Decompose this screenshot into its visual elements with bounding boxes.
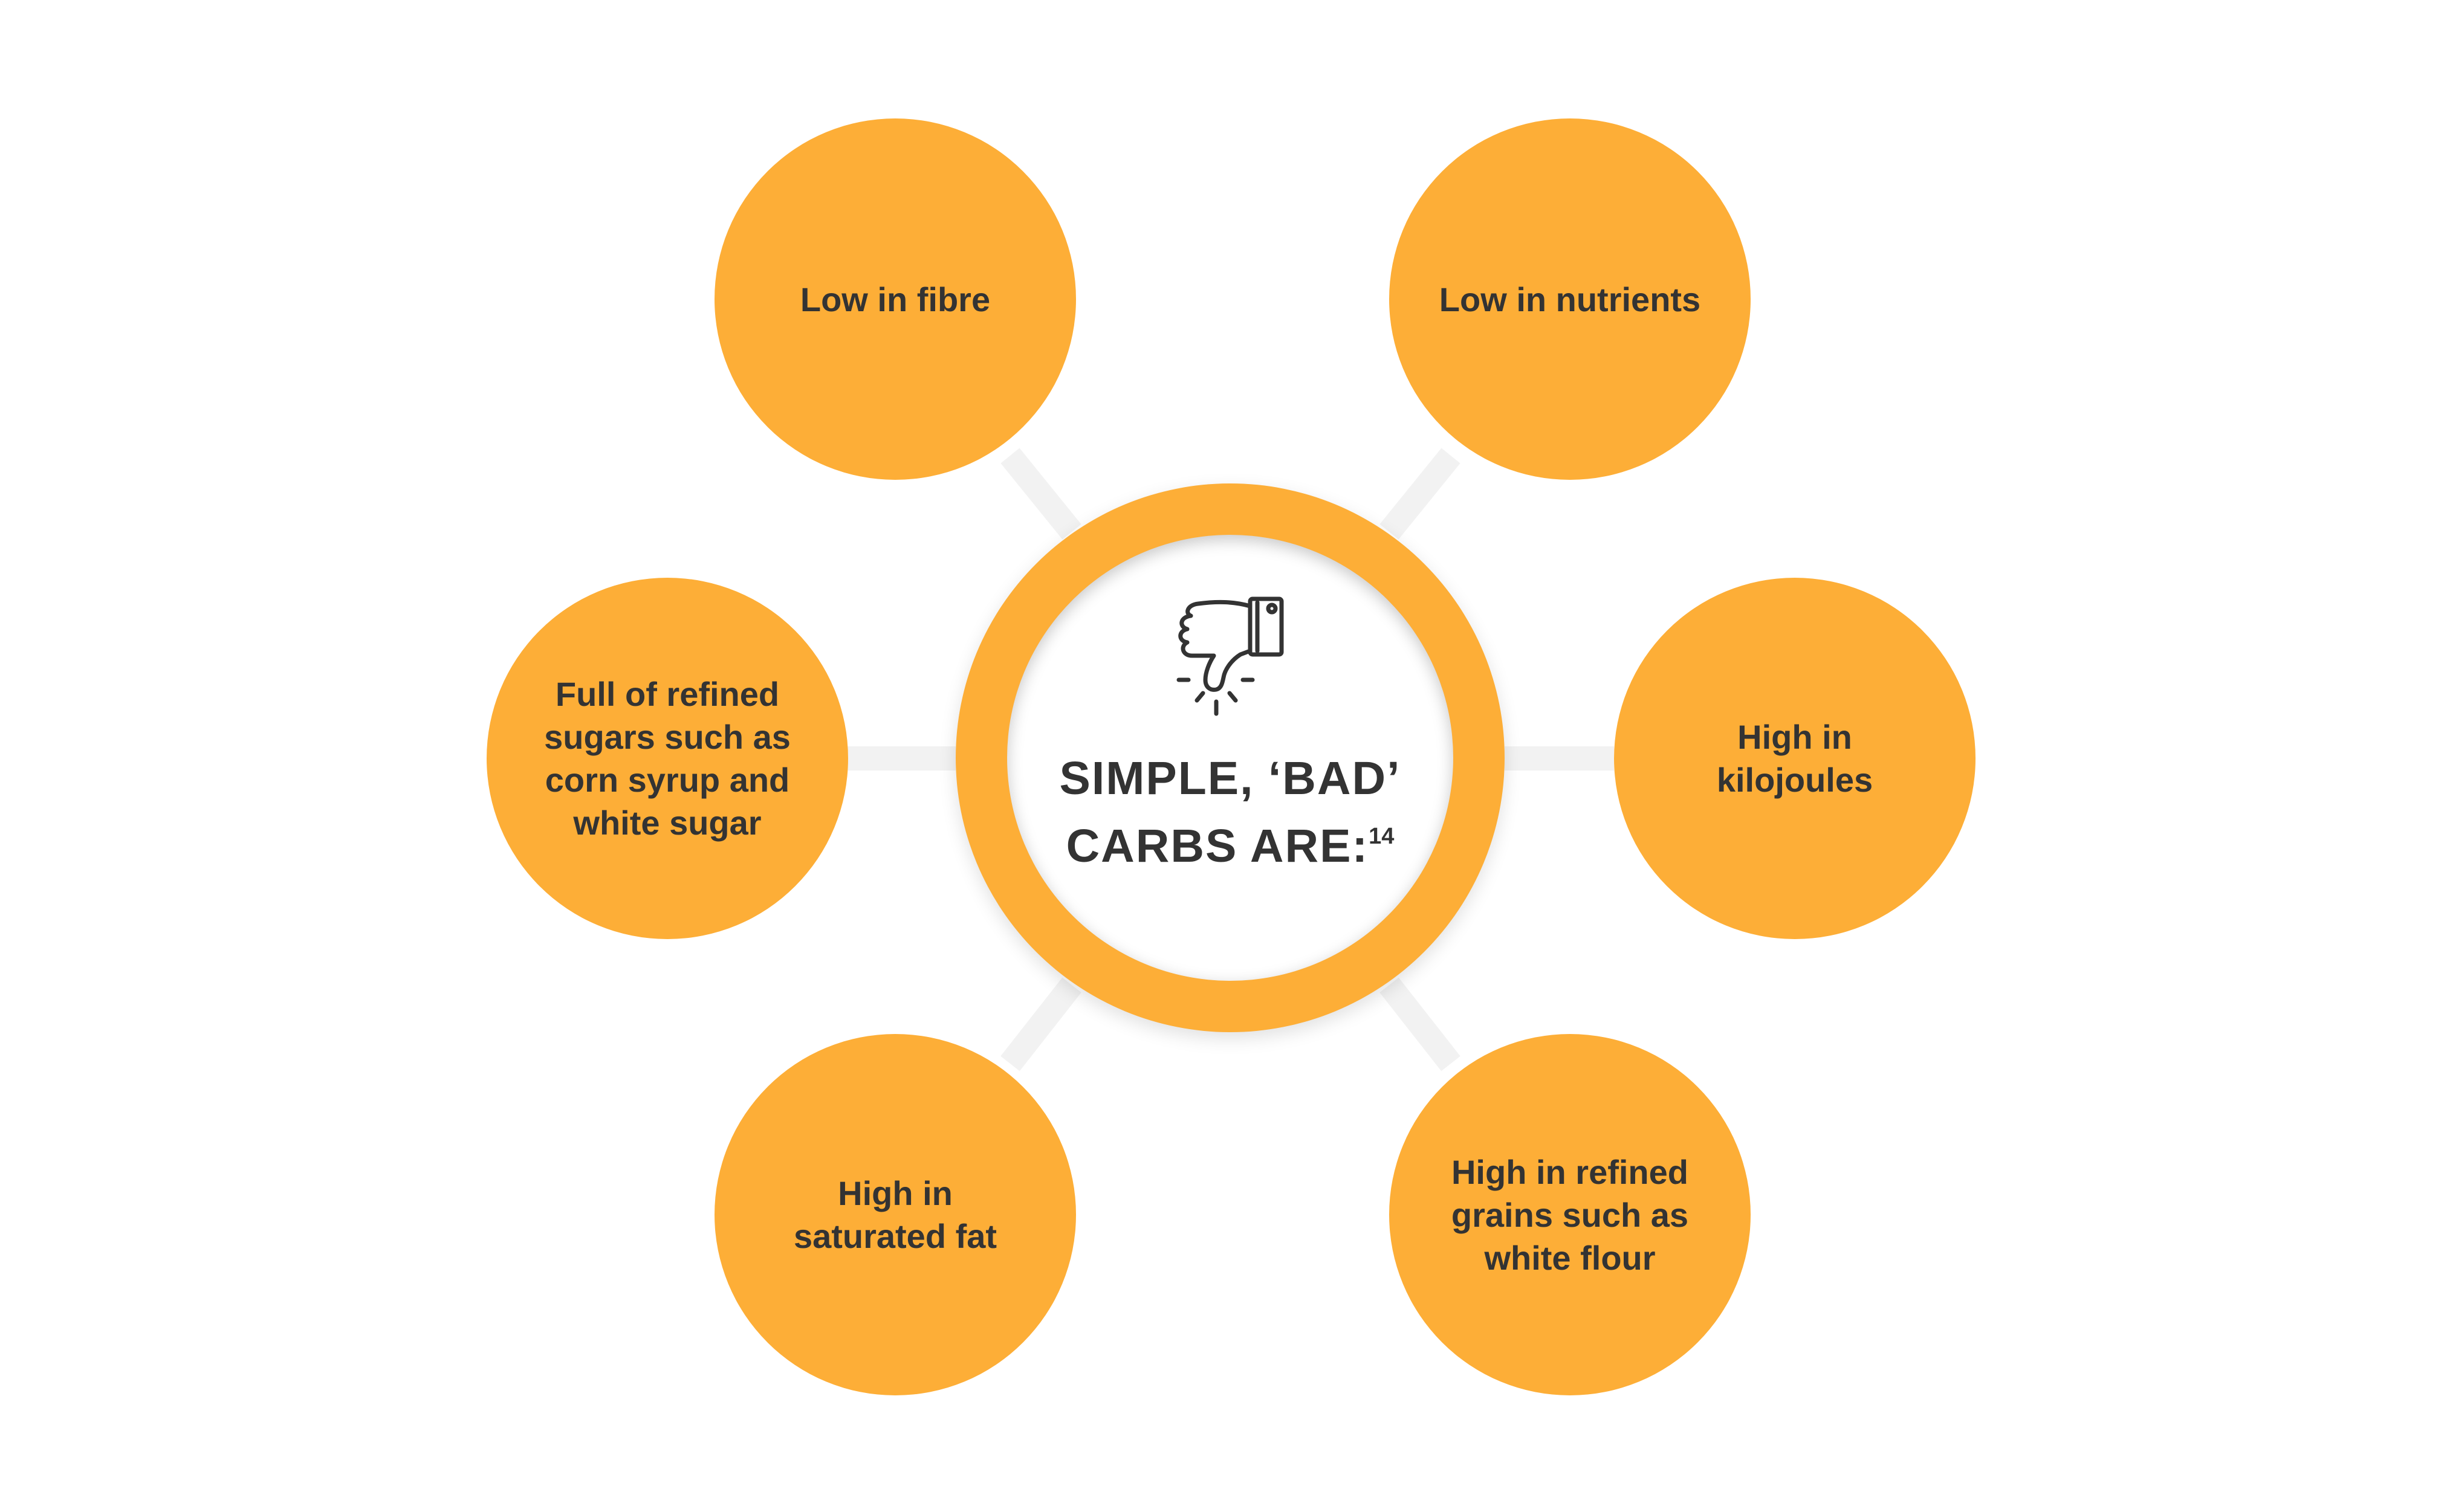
center-title-line1: SIMPLE, ‘BAD’ xyxy=(1059,752,1401,804)
node-label: Low in nutrients xyxy=(1439,280,1701,318)
footnote-marker: 14 xyxy=(1369,824,1395,849)
connector-line xyxy=(1379,977,1460,1071)
node-low-in-fibre: Low in fibre xyxy=(715,118,1076,480)
node-label: Low in fibre xyxy=(800,280,991,318)
connector-line xyxy=(1000,977,1081,1071)
center-title-line2: CARBS ARE:14 xyxy=(1007,807,1453,875)
node-low-in-nutrients: Low in nutrients xyxy=(1389,118,1751,480)
node-refined-sugars: Full of refined sugars such as corn syru… xyxy=(487,578,848,939)
connector-line xyxy=(1000,448,1081,540)
node-label: High in refined grains such as white flo… xyxy=(1451,1152,1689,1277)
thumbs-down-icon xyxy=(1176,596,1284,716)
center-disc xyxy=(1007,535,1453,981)
center-title-line2-text: CARBS ARE: xyxy=(1066,820,1369,872)
node-saturated-fat: High in saturated fat xyxy=(715,1034,1076,1395)
node-label: Full of refined sugars such as corn syru… xyxy=(544,675,791,842)
center-title: SIMPLE, ‘BAD’ CARBS ARE:14 xyxy=(1007,749,1453,875)
connector-line xyxy=(1379,448,1460,540)
node-label: High in saturated fat xyxy=(793,1174,997,1255)
node-refined-grains: High in refined grains such as white flo… xyxy=(1389,1034,1751,1395)
node-label: High in kilojoules xyxy=(1716,718,1873,799)
node-high-in-kilojoules: High in kilojoules xyxy=(1614,578,1976,939)
